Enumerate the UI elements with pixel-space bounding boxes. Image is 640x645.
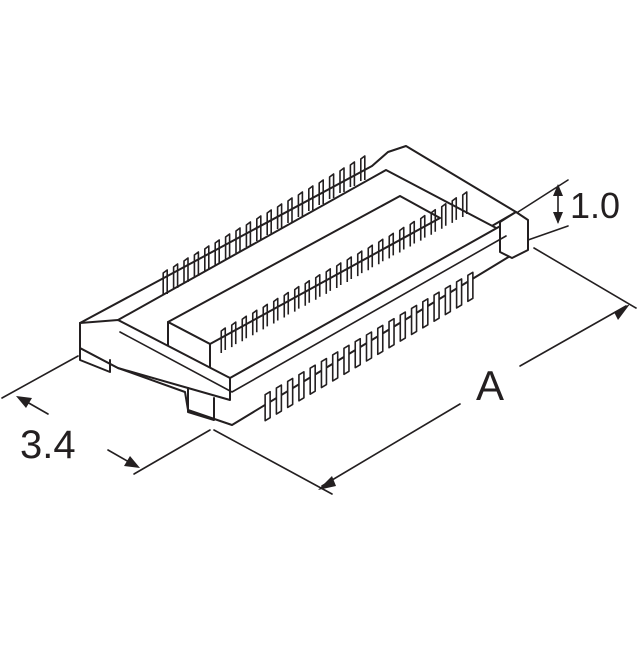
inner-contact bbox=[283, 291, 290, 318]
front-foot bbox=[187, 387, 215, 421]
inner-contact bbox=[409, 220, 416, 247]
back-contact bbox=[287, 197, 293, 223]
inner-contact bbox=[388, 232, 395, 259]
back-contact bbox=[193, 251, 200, 277]
back-contact-row bbox=[162, 155, 366, 295]
inner-contact bbox=[293, 285, 300, 312]
inner-contact bbox=[440, 202, 447, 229]
length-arrow-left bbox=[318, 476, 336, 490]
front-slot bbox=[467, 271, 474, 303]
front-slot bbox=[455, 278, 463, 309]
width-arrow-bottom bbox=[124, 456, 140, 468]
front-slot bbox=[388, 317, 395, 349]
front-slot bbox=[298, 370, 305, 402]
front-slot bbox=[354, 337, 362, 369]
back-contact bbox=[224, 233, 231, 259]
back-contact bbox=[360, 155, 366, 181]
connector-body bbox=[79, 145, 529, 426]
back-contact bbox=[339, 167, 345, 193]
inner-contact bbox=[272, 297, 279, 324]
inner-contact bbox=[241, 315, 248, 342]
inner-contact bbox=[230, 321, 237, 348]
front-slot bbox=[410, 304, 418, 336]
inner-contact bbox=[419, 214, 426, 241]
inner-contact bbox=[325, 268, 332, 294]
back-contact bbox=[256, 215, 262, 241]
length-ext-right bbox=[533, 247, 637, 309]
back-contact bbox=[245, 221, 252, 247]
length-arrow-right bbox=[614, 304, 630, 320]
width-label: 3.4 bbox=[20, 423, 76, 467]
height-arrow-down bbox=[553, 212, 563, 224]
back-contact bbox=[328, 173, 335, 199]
height-label: 1.0 bbox=[570, 185, 620, 226]
back-contact bbox=[318, 179, 324, 205]
inner-contact bbox=[451, 197, 458, 223]
front-slot bbox=[331, 351, 339, 382]
front-slot bbox=[286, 377, 294, 409]
height-arrow-up bbox=[553, 184, 563, 196]
front-slot bbox=[376, 324, 384, 356]
right-end-block bbox=[499, 211, 529, 259]
back-contact bbox=[183, 257, 189, 283]
front-slot bbox=[343, 344, 350, 376]
height-ext-top bbox=[517, 179, 569, 213]
front-ledge bbox=[119, 235, 507, 393]
inner-contact bbox=[335, 262, 342, 288]
height-dimension: 1.0 bbox=[517, 179, 620, 241]
width-arrow-top bbox=[16, 396, 32, 408]
length-dim-line-left bbox=[321, 403, 461, 487]
front-slot bbox=[275, 384, 283, 415]
inner-contact-row bbox=[220, 191, 468, 354]
front-slot bbox=[422, 298, 429, 329]
front-slot bbox=[444, 284, 452, 316]
front-slot bbox=[264, 390, 271, 422]
front-slot bbox=[320, 357, 328, 389]
inner-contact bbox=[461, 191, 468, 217]
inner-contact bbox=[251, 309, 258, 336]
width-dimension: 3.4 bbox=[1, 355, 211, 475]
width-ext-top bbox=[1, 355, 79, 399]
back-contact bbox=[349, 161, 356, 187]
front-slot bbox=[309, 364, 316, 395]
back-contact bbox=[172, 263, 179, 289]
length-dim-line-right bbox=[519, 305, 627, 367]
front-slot bbox=[433, 291, 440, 323]
back-contact bbox=[276, 203, 283, 229]
back-contact bbox=[266, 209, 272, 235]
inner-contact bbox=[430, 208, 437, 235]
inner-contact bbox=[304, 279, 311, 306]
end-face bbox=[79, 319, 231, 401]
inner-contact bbox=[220, 327, 227, 354]
back-contact bbox=[214, 239, 220, 265]
height-ext-bottom bbox=[527, 225, 569, 241]
back-contact bbox=[297, 191, 304, 217]
front-slot-row bbox=[264, 271, 474, 422]
width-ext-bottom bbox=[133, 429, 211, 475]
inner-contact bbox=[262, 303, 269, 330]
front-slot bbox=[399, 311, 407, 342]
inner-contact bbox=[356, 250, 363, 277]
length-dimension: A bbox=[213, 247, 637, 495]
left-foot bbox=[79, 347, 111, 373]
inner-contact bbox=[398, 226, 405, 253]
back-contact bbox=[162, 269, 168, 295]
inner-contact bbox=[377, 238, 384, 265]
inner-contact bbox=[314, 273, 321, 300]
length-ext-left bbox=[213, 429, 333, 495]
back-contact bbox=[204, 245, 210, 271]
inner-contact bbox=[367, 244, 374, 271]
inner-contact bbox=[346, 256, 353, 283]
back-contact bbox=[308, 185, 314, 211]
front-slot bbox=[365, 331, 373, 362]
back-contact bbox=[235, 227, 241, 253]
length-label: A bbox=[476, 362, 504, 409]
